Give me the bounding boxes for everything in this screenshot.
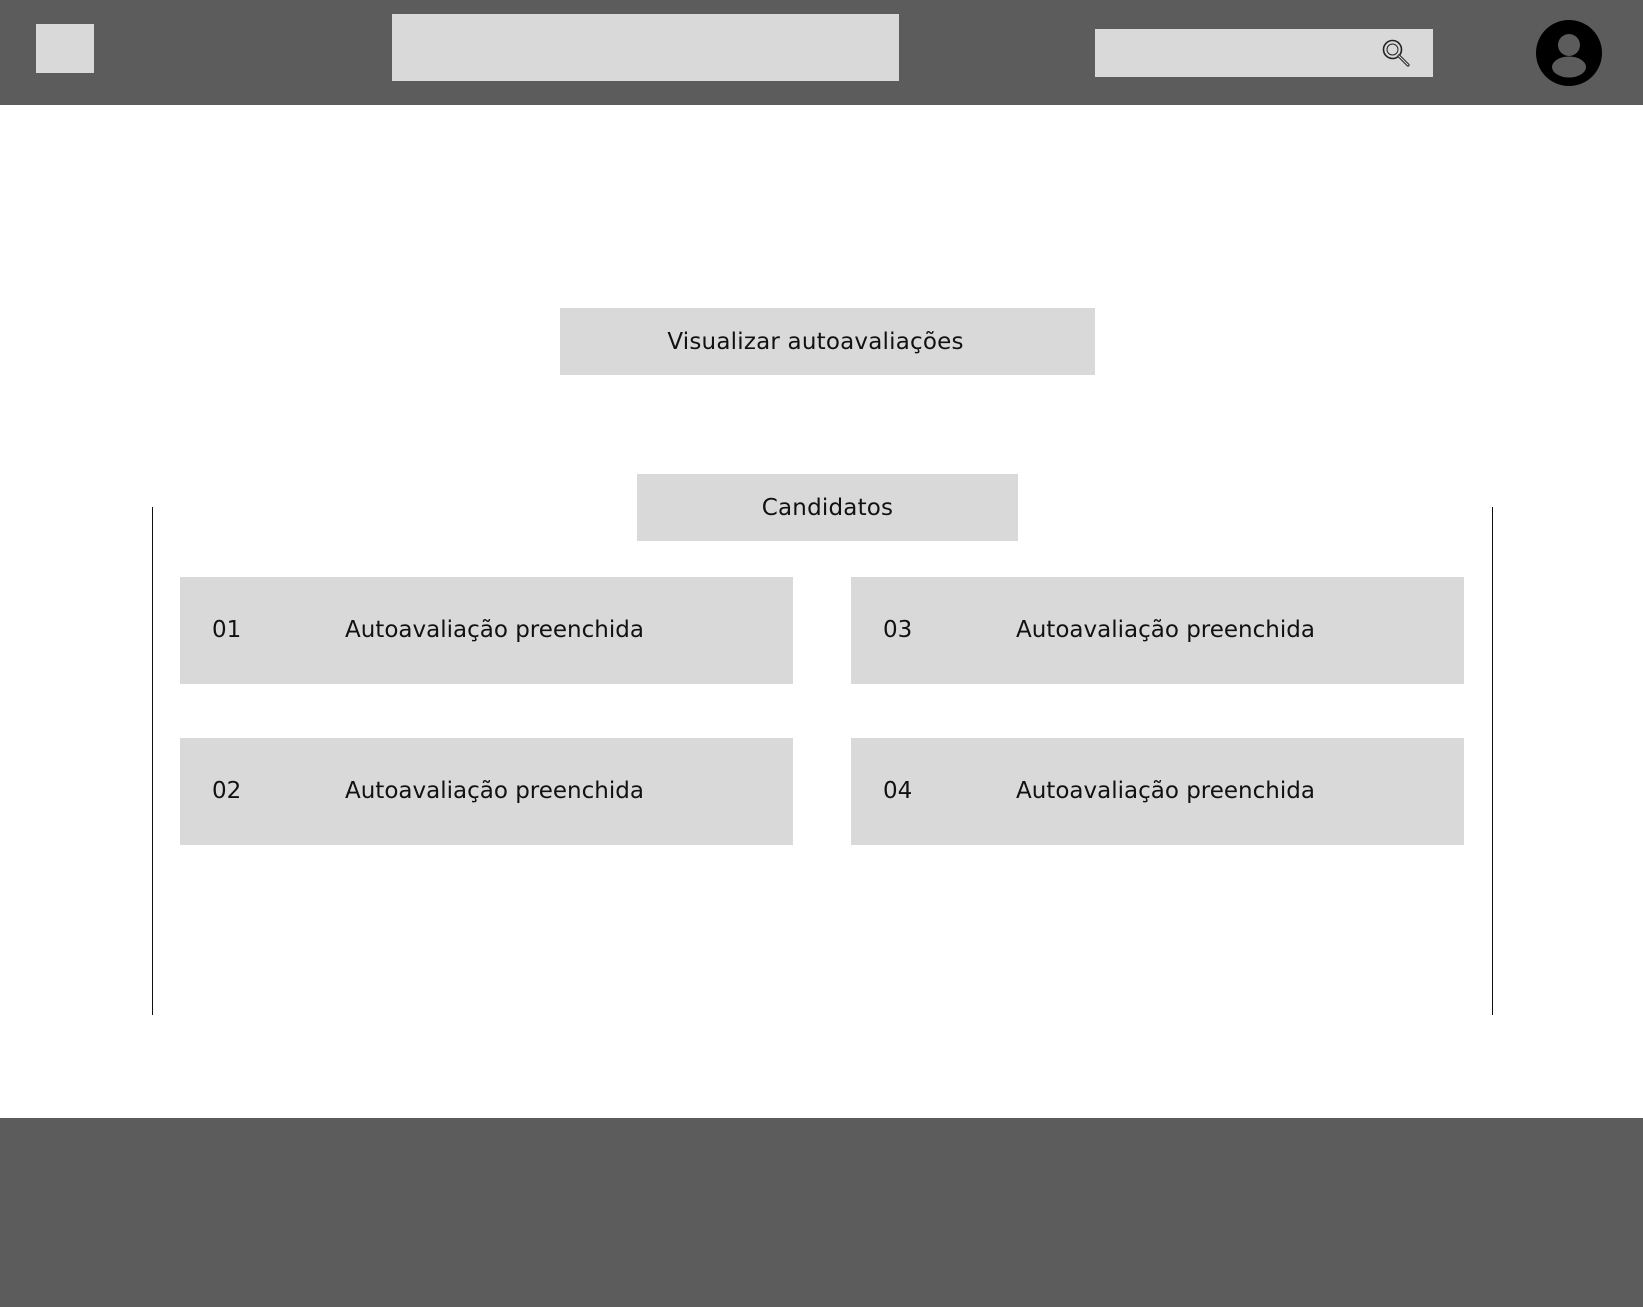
candidates-title: Candidatos xyxy=(637,474,1018,541)
header-banner-placeholder xyxy=(392,14,899,81)
panel-right-border xyxy=(1492,507,1493,1015)
candidates-title-label: Candidatos xyxy=(761,494,894,521)
user-avatar-icon[interactable] xyxy=(1536,20,1602,86)
candidate-card-02[interactable]: 02 Autoavaliação preenchida xyxy=(180,738,793,845)
candidate-card-01[interactable]: 01 Autoavaliação preenchida xyxy=(180,577,793,684)
search-icon[interactable] xyxy=(1381,38,1411,68)
candidate-number: 01 xyxy=(212,617,242,643)
candidate-number: 03 xyxy=(883,617,913,643)
candidate-status: Autoavaliação preenchida xyxy=(1016,617,1315,643)
candidate-status: Autoavaliação preenchida xyxy=(345,617,644,643)
view-self-assessments-label: Visualizar autoavaliações xyxy=(667,328,964,355)
panel-left-border xyxy=(152,507,153,1015)
candidate-status: Autoavaliação preenchida xyxy=(345,778,644,804)
candidate-card-03[interactable]: 03 Autoavaliação preenchida xyxy=(851,577,1464,684)
footer-bar xyxy=(0,1118,1643,1307)
logo-placeholder[interactable] xyxy=(36,24,94,73)
candidate-number: 02 xyxy=(212,778,242,804)
search-input[interactable] xyxy=(1095,29,1433,77)
view-self-assessments-button[interactable]: Visualizar autoavaliações xyxy=(560,308,1095,375)
candidate-number: 04 xyxy=(883,778,913,804)
header-bar xyxy=(0,0,1643,105)
candidate-card-04[interactable]: 04 Autoavaliação preenchida xyxy=(851,738,1464,845)
candidate-status: Autoavaliação preenchida xyxy=(1016,778,1315,804)
